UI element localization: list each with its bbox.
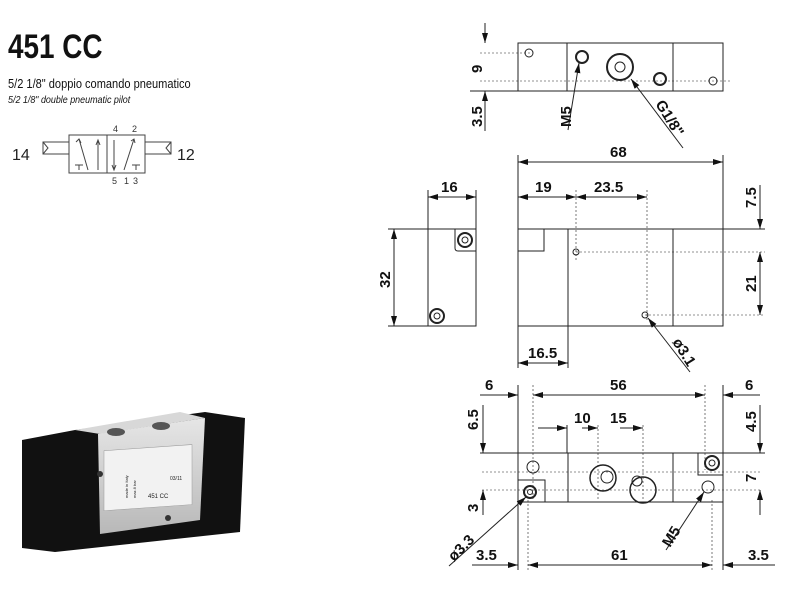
- dim-front-7-5: 7.5: [743, 187, 760, 208]
- port-label-2: 2: [132, 124, 137, 134]
- dim-bottom-61: 61: [611, 547, 628, 564]
- valve-symbol: 14 12 4 2 5 1 3: [12, 124, 195, 186]
- dim-bottom-4-5: 4.5: [743, 411, 760, 432]
- top-view: [470, 23, 730, 149]
- dim-top-9: 9: [469, 65, 486, 73]
- pilot-label-14: 14: [12, 147, 30, 164]
- dim-bottom-15: 15: [610, 410, 627, 427]
- dim-side-16: 16: [441, 179, 458, 196]
- product-title: 451 CC: [8, 28, 103, 66]
- dim-front-16-5: 16.5: [528, 345, 557, 362]
- dim-top-3-5: 3.5: [469, 106, 486, 127]
- callout-g18: G1/8": [652, 97, 687, 140]
- port-label-5: 5: [112, 176, 117, 186]
- front-view: [517, 155, 765, 373]
- subtitle-italian: 5/2 1/8" doppio comando pneumatico: [8, 76, 191, 91]
- dim-bottom-left-3-5: 3.5: [476, 547, 497, 564]
- port-label-4: 4: [113, 124, 118, 134]
- product-photo: 451 CC 03/11 max 8 bar made in Italy: [22, 412, 245, 552]
- pilot-left-icon: [42, 141, 70, 155]
- dim-bottom-right-6: 6: [745, 377, 753, 394]
- dim-front-19: 19: [535, 179, 552, 196]
- photo-label-code: 03/11: [170, 476, 182, 482]
- pilot-right-icon: [144, 141, 172, 155]
- dim-bottom-3: 3: [465, 504, 482, 512]
- bottom-view: [448, 385, 775, 570]
- dim-bottom-right-3-5: 3.5: [748, 547, 769, 564]
- photo-label-origin: made in Italy: [124, 475, 129, 498]
- callout-dia-3-3: ø3.3: [445, 532, 478, 565]
- subtitle-english: 5/2 1/8" double pneumatic pilot: [8, 94, 131, 106]
- dim-bottom-56: 56: [610, 377, 627, 394]
- dim-bottom-6-5: 6.5: [465, 409, 482, 430]
- port-label-1: 1: [124, 176, 129, 186]
- pilot-label-12: 12: [177, 147, 195, 164]
- port-label-3: 3: [133, 176, 138, 186]
- photo-label-model: 451 CC: [148, 494, 169, 500]
- side-view: [388, 190, 477, 327]
- dim-bottom-left-6: 6: [485, 377, 493, 394]
- dim-bottom-10: 10: [574, 410, 591, 427]
- dim-front-68: 68: [610, 144, 627, 161]
- callout-dia-3-1: ø3.1: [669, 335, 699, 369]
- photo-label-pressure: max 8 bar: [132, 480, 137, 498]
- callout-m5-top: M5: [558, 106, 575, 127]
- dim-front-23-5: 23.5: [594, 179, 623, 196]
- dim-front-21: 21: [743, 275, 760, 292]
- dim-bottom-7: 7: [743, 474, 760, 482]
- dim-side-32: 32: [377, 271, 394, 288]
